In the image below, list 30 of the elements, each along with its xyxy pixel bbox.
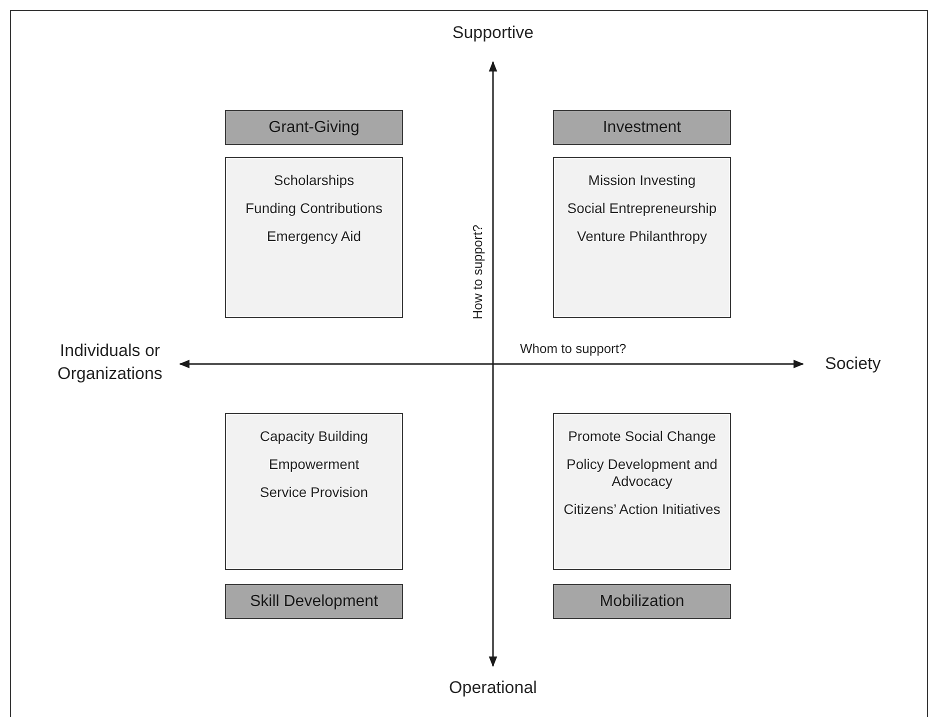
activity-box	[225, 157, 403, 318]
axis-label: Operational	[449, 677, 537, 699]
category-box	[225, 584, 403, 619]
activity-text: Capacity Building	[260, 428, 368, 445]
category-title: Skill Development	[250, 592, 378, 610]
activity-text: Emergency Aid	[266, 228, 362, 245]
category-box	[553, 584, 731, 619]
activity-text: Empowerment	[268, 456, 360, 473]
activity-text: Policy Development and Advocacy	[566, 456, 718, 490]
axis-label: Society	[825, 353, 881, 375]
activity-text: Venture Philanthropy	[577, 228, 707, 245]
activity-text: Mission Investing	[588, 172, 696, 189]
category-title: Grant-Giving	[268, 118, 360, 136]
activity-box	[553, 413, 731, 570]
activity-box	[225, 413, 403, 570]
activity-text: Service Provision	[260, 484, 368, 501]
category-title: Investment	[602, 118, 682, 136]
axis-title: How to support?	[469, 224, 486, 320]
activity-text: Social Entrepreneurship	[567, 200, 717, 217]
activity-text: Citizens’ Action Initiatives	[564, 501, 720, 518]
activity-text: Scholarships	[274, 172, 354, 189]
activity-box	[553, 157, 731, 318]
axis-label: Individuals or Organizations	[56, 340, 164, 385]
axis-label: Supportive	[452, 22, 534, 44]
category-title: Mobilization	[600, 592, 684, 610]
axis-title: Whom to support?	[520, 340, 626, 358]
category-box	[225, 110, 403, 145]
activity-text: Funding Contributions	[246, 200, 382, 217]
category-box	[553, 110, 731, 145]
activity-text: Promote Social Change	[568, 428, 716, 445]
